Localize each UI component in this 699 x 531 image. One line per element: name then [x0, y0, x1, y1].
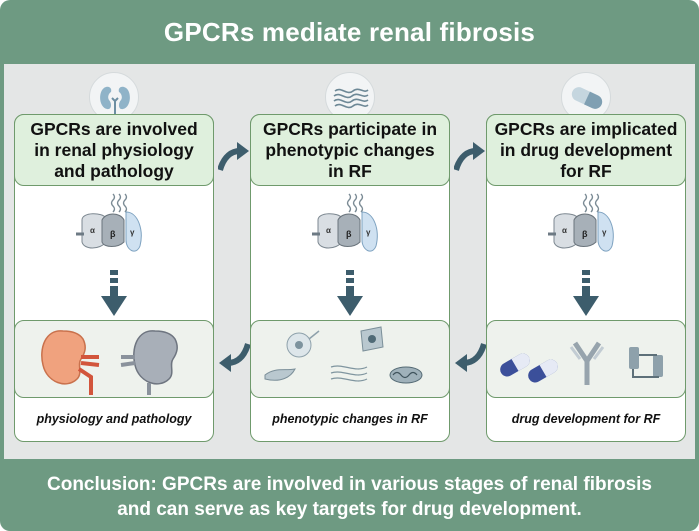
- gamma-label: γ: [602, 228, 607, 237]
- header-line: phenotypic changes: [265, 139, 435, 160]
- curved-arrow-right-icon: [454, 142, 485, 171]
- header-line: in RF: [328, 160, 372, 181]
- header-line: and pathology: [54, 160, 174, 181]
- caption-physiology: physiology and pathology: [36, 412, 192, 426]
- down-arrow-icon: [101, 270, 127, 316]
- cell-phenotype-illustration: [264, 326, 423, 384]
- alpha-label: α: [90, 226, 95, 235]
- down-arrow-icon: [337, 270, 363, 316]
- gpcr-gprotein-illustration: α β γ: [312, 193, 378, 252]
- gpcr-gprotein-illustration: α β γ: [76, 193, 142, 252]
- cell-phenotype-illustration-box: [250, 320, 450, 398]
- gpcr-gprotein-illustration: α β γ: [548, 193, 614, 252]
- curved-arrow-left-icon: [219, 343, 250, 372]
- header-physiology: GPCRs are involved in renal physiology a…: [14, 114, 214, 186]
- drug-types-illustration: [500, 341, 663, 385]
- kidney-icon: [100, 86, 130, 115]
- figure-title: GPCRs mediate renal fibrosis: [163, 16, 536, 47]
- down-arrow-icon: [573, 270, 599, 316]
- header-line: in renal physiology: [34, 139, 194, 160]
- capsule-icon: [571, 87, 603, 109]
- beta-label: β: [582, 229, 588, 239]
- fibers-icon: [333, 88, 369, 109]
- drug-illustration-box: [486, 320, 686, 398]
- header-line: GPCRs are involved: [30, 118, 198, 139]
- header-line: GPCRs participate in: [262, 118, 438, 139]
- beta-label: β: [346, 229, 352, 239]
- kidney-pair-illustration: [41, 330, 178, 395]
- fibers-icon-badge: [325, 72, 375, 122]
- conclusion-text: Conclusion: GPCRs are involved in variou…: [0, 462, 699, 531]
- header-phenotypic: GPCRs participate in phenotypic changes …: [250, 114, 450, 186]
- gamma-label: γ: [366, 228, 371, 237]
- beta-label: β: [110, 229, 116, 239]
- alpha-label: α: [326, 226, 331, 235]
- conclusion-line: Conclusion: GPCRs are involved in variou…: [47, 473, 652, 495]
- header-line: in drug development: [499, 139, 673, 160]
- header-line: for RF: [560, 160, 612, 181]
- kidney-illustration-box: [14, 320, 214, 398]
- gamma-label: γ: [130, 228, 135, 237]
- conclusion-line: and can serve as key targets for drug de…: [117, 498, 582, 520]
- curved-arrow-left-icon: [455, 343, 486, 372]
- caption-drug: drug development for RF: [511, 412, 661, 426]
- curved-arrow-right-icon: [218, 142, 249, 171]
- alpha-label: α: [562, 226, 567, 235]
- header-drug: GPCRs are implicated in drug development…: [486, 114, 686, 186]
- header-line: GPCRs are implicated: [494, 118, 678, 139]
- caption-phenotypic: phenotypic changes in RF: [272, 412, 428, 426]
